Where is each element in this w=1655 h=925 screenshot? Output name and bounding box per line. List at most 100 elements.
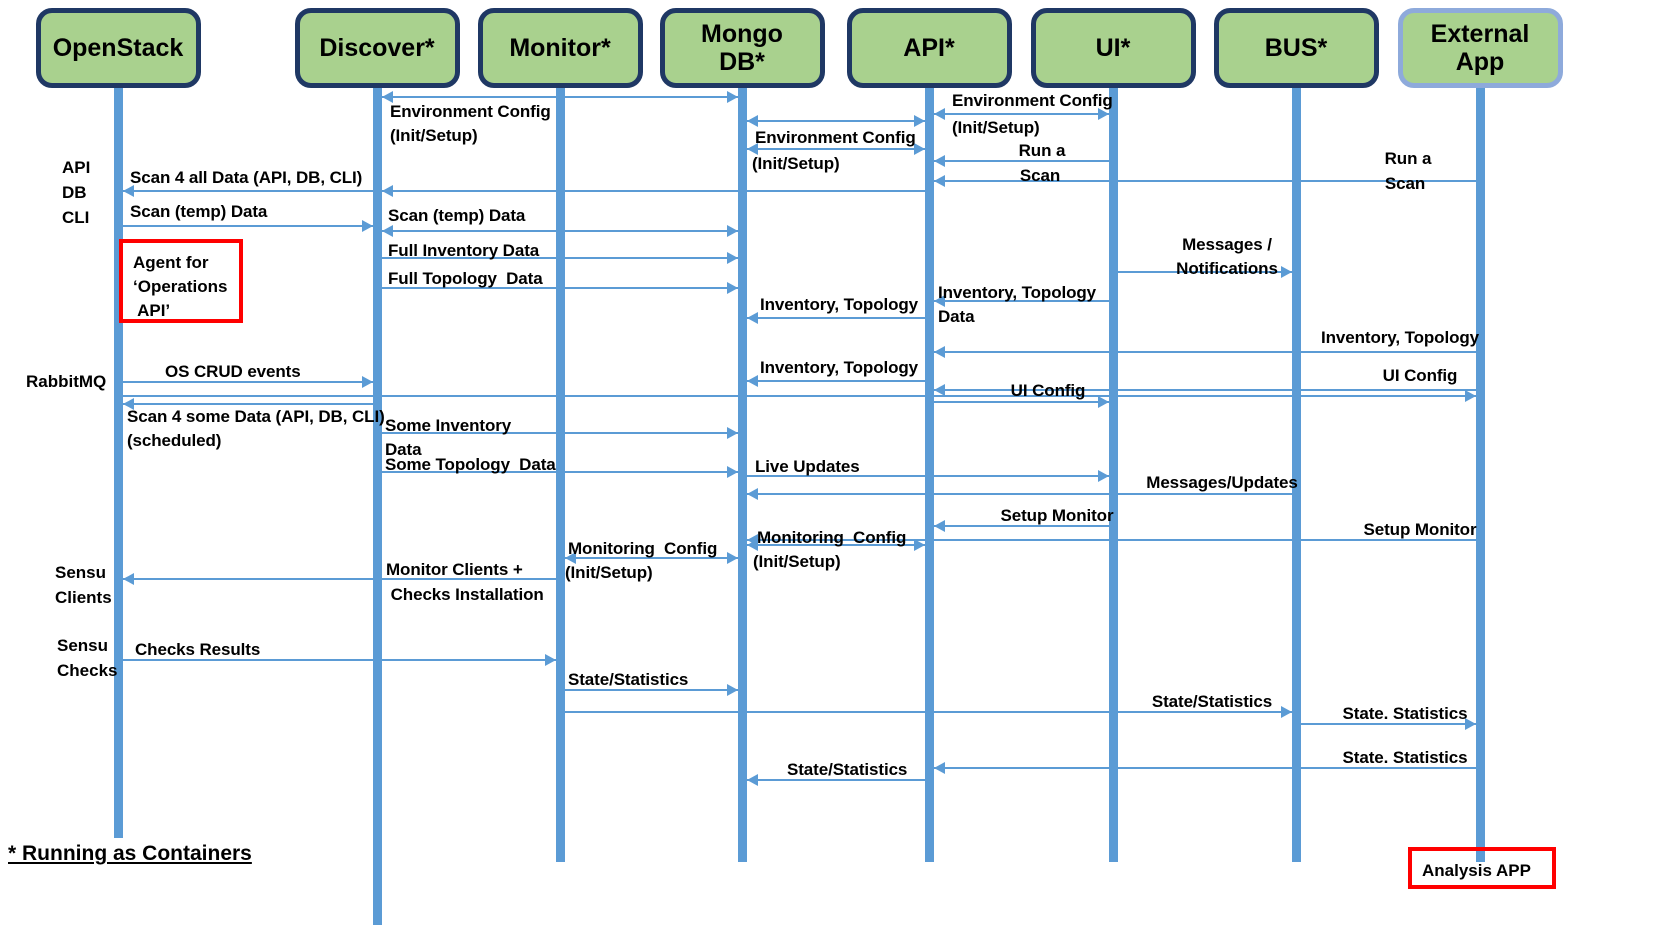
actor-label: OpenStack bbox=[52, 34, 184, 62]
message-label-inventory-topology-data-ui-api-1: Data bbox=[938, 307, 975, 326]
red-box-label-analysis-app: Analysis APP bbox=[1422, 861, 1531, 880]
message-label-state-stats-bus-external: State. Statistics bbox=[1342, 704, 1468, 723]
lifeline-bus bbox=[1291, 84, 1301, 862]
arrowhead-messages-updates-left bbox=[746, 488, 758, 500]
arrowhead-ui-config-api-ui-right bbox=[1097, 396, 1109, 408]
message-label-env-config-api-ui: Environment Config bbox=[952, 91, 1113, 110]
annotation-api-db-cli: API DB CLI bbox=[62, 158, 91, 227]
arrowhead-run-scan-external-api-left bbox=[933, 175, 945, 187]
message-label-scan-temp-openstack-discover: Scan (temp) Data bbox=[130, 202, 268, 221]
arrowhead-env-config-api-ui-left bbox=[933, 108, 945, 120]
message-label-run-scan-ui-api: Run a bbox=[1018, 141, 1066, 160]
message-label-state-stats-external-api: State. Statistics bbox=[1342, 748, 1468, 767]
arrowhead-state-stats-monitor-bus-right bbox=[1280, 706, 1292, 718]
actor-label: Discover* bbox=[319, 34, 435, 62]
message-line-inventory-topology-external-api bbox=[933, 351, 1476, 353]
message-label-some-topology-data: Some Topology Data bbox=[385, 455, 556, 474]
actor-mongodb: Mongo DB* bbox=[659, 8, 825, 88]
message-label-monitor-clients-checks-1: Checks Installation bbox=[386, 585, 544, 604]
message-line-state-stats-bus-external bbox=[1300, 723, 1476, 725]
message-line-inventory-topology-api-mongo-1 bbox=[746, 317, 925, 319]
message-label-monitor-clients-checks: Monitor Clients + bbox=[386, 560, 523, 579]
message-line-state-stats-monitor-mongo bbox=[564, 689, 738, 691]
arrowhead-state-stats-monitor-mongo-right bbox=[726, 684, 738, 696]
message-label-full-topology-data: Full Topology Data bbox=[388, 269, 543, 288]
arrowhead-state-stats-bus-external-right bbox=[1464, 718, 1476, 730]
arrowhead-some-inventory-data-right bbox=[726, 427, 738, 439]
lifeline-mongodb bbox=[737, 84, 747, 862]
message-label-env-config-discover-mongo: Environment Config (Init/Setup) bbox=[390, 102, 551, 145]
message-label-run-scan-external-api-1: Scan bbox=[1384, 174, 1426, 193]
arrowhead-inventory-topology-api-mongo-2-left bbox=[746, 375, 758, 387]
red-box-analysis-app: Analysis APP bbox=[1408, 847, 1556, 889]
message-line-monitor-clients-checks bbox=[122, 578, 556, 580]
actor-label: API* bbox=[903, 34, 955, 62]
actor-discover: Discover* bbox=[294, 8, 460, 88]
message-label-env-config-mongo-api-1: Environment Config bbox=[755, 128, 916, 147]
message-label-os-crud-events: OS CRUD events bbox=[165, 362, 301, 381]
actor-label: Mongo DB* bbox=[701, 20, 783, 76]
arrowhead-some-topology-data-right bbox=[726, 466, 738, 478]
message-label-ui-config-external-api: UI Config bbox=[1382, 366, 1458, 385]
message-line-ui-config-api-ui bbox=[933, 401, 1109, 403]
actor-label: Monitor* bbox=[509, 34, 611, 62]
message-label-state-stats-api-mongo: State/Statistics bbox=[787, 760, 908, 779]
red-box-label-agent-operations-api: Agent for ‘Operations API’ bbox=[133, 253, 228, 320]
annotation-rabbitmq: RabbitMQ bbox=[26, 372, 107, 391]
message-label-setup-monitor-ui-api: Setup Monitor bbox=[1000, 506, 1114, 525]
message-label-messages-notifications-ui-bus: Messages / Notifications bbox=[1176, 235, 1278, 278]
message-label-env-config-api-ui-1: (Init/Setup) bbox=[952, 118, 1040, 137]
message-label-inventory-topology-data-ui-api: Inventory, Topology bbox=[938, 283, 1097, 302]
arrowhead-env-config-discover-mongo-right bbox=[726, 91, 738, 103]
message-line-setup-monitor-ui-api bbox=[933, 525, 1109, 527]
message-label-scan-temp-discover-mongo: Scan (temp) Data bbox=[388, 206, 526, 225]
message-line-env-config-mongo-api-1 bbox=[746, 120, 925, 122]
message-label-checks-results: Checks Results bbox=[135, 640, 261, 659]
message-label-monitoring-config-mongo-api-1: (Init/Setup) bbox=[753, 552, 841, 571]
arrowhead-inventory-topology-external-api-left bbox=[933, 346, 945, 358]
message-label-monitoring-config-monitor-mongo: Monitoring Config bbox=[568, 539, 718, 558]
message-label-full-inventory-data: Full Inventory Data bbox=[388, 241, 540, 260]
arrowhead-monitoring-config-monitor-mongo-left bbox=[564, 552, 576, 564]
message-line-messages-notifications-ui-bus bbox=[1117, 271, 1292, 273]
message-label-setup-monitor-external-mongo: Setup Monitor bbox=[1363, 520, 1477, 539]
message-line-long-line-openstack-external bbox=[122, 395, 1476, 397]
red-box-agent-operations-api: Agent for ‘Operations API’ bbox=[119, 239, 243, 323]
message-line-inventory-topology-data-ui-api bbox=[933, 300, 1109, 302]
message-label-run-scan-external-api: Run a bbox=[1384, 149, 1432, 168]
arrowhead-scan-temp-discover-mongo-left bbox=[381, 225, 393, 237]
lifeline-monitor bbox=[555, 84, 565, 862]
arrowhead-full-inventory-data-right bbox=[726, 252, 738, 264]
arrowhead-checks-results-right bbox=[544, 654, 556, 666]
message-line-scan-4-some-data bbox=[122, 403, 373, 405]
arrowhead-monitoring-config-mongo-api-right bbox=[913, 539, 925, 551]
lifeline-external bbox=[1475, 84, 1485, 862]
message-label-monitoring-config-mongo-api: Monitoring Config bbox=[757, 528, 907, 547]
arrowhead-messages-notifications-ui-bus-right bbox=[1280, 266, 1292, 278]
arrowhead-state-stats-external-api-left bbox=[933, 762, 945, 774]
arrowhead-scan-4-all-data-left bbox=[122, 185, 134, 197]
message-label-live-updates: Live Updates bbox=[755, 457, 860, 476]
actor-label: BUS* bbox=[1264, 34, 1328, 62]
arrowhead-scan-temp-openstack-discover-right bbox=[361, 220, 373, 232]
message-line-messages-updates bbox=[746, 493, 1292, 495]
footnote-running-as-containers: * Running as Containers bbox=[8, 842, 252, 865]
arrowhead-env-config-mongo-api-2-left bbox=[746, 143, 758, 155]
arrowhead-scan-4-some-data-left bbox=[122, 398, 134, 410]
arrowhead-env-config-discover-mongo-left bbox=[381, 91, 393, 103]
arrowhead-monitoring-config-mongo-api-left bbox=[746, 539, 758, 551]
lifeline-openstack bbox=[113, 84, 123, 838]
message-label-ui-config-api-ui: UI Config bbox=[1010, 381, 1086, 400]
annotation-sensu-checks: Sensu Checks bbox=[57, 636, 118, 680]
message-label-monitoring-config-monitor-mongo-1: (Init/Setup) bbox=[565, 563, 653, 582]
actor-bus: BUS* bbox=[1213, 8, 1379, 88]
message-label-run-scan-ui-api-1: Scan bbox=[1019, 166, 1061, 185]
arrowhead-state-stats-api-mongo-left bbox=[746, 774, 758, 786]
arrowhead-run-scan-ui-api-left bbox=[933, 155, 945, 167]
lifeline-api bbox=[924, 84, 934, 862]
message-line-inventory-topology-api-mongo-2 bbox=[746, 380, 925, 382]
message-line-monitoring-config-monitor-mongo bbox=[564, 557, 738, 559]
actor-external: External App bbox=[1397, 8, 1563, 88]
message-line-scan-temp-openstack-discover bbox=[122, 225, 373, 227]
arrowhead-inventory-topology-api-mongo-1-left bbox=[746, 312, 758, 324]
